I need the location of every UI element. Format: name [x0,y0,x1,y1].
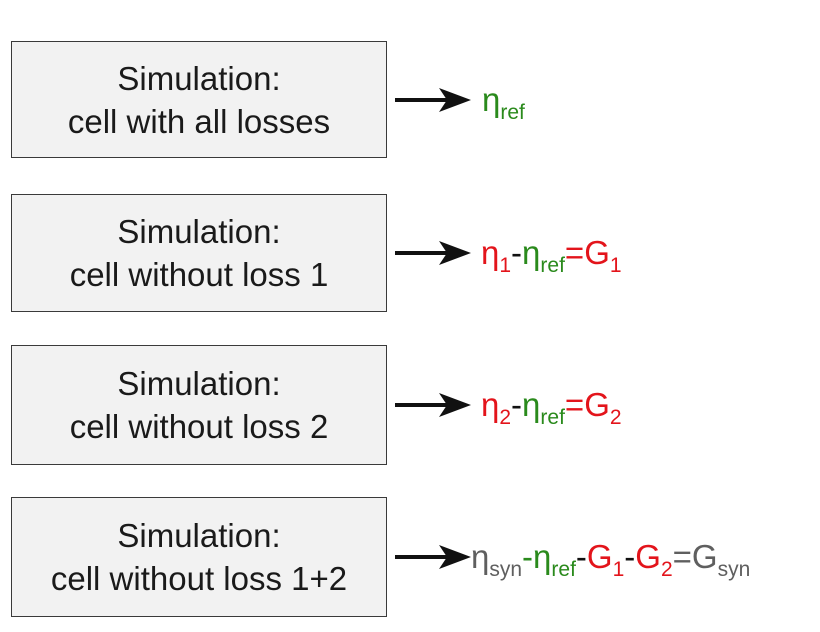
box-subtitle: cell without loss 1+2 [50,560,348,597]
g-1-symbol: G1 [586,538,625,581]
equation-gain-syn: ηsyn-ηref-G1-G2=Gsyn [471,538,751,581]
equals-sign: = [564,386,585,423]
box-subtitle: cell without loss 1 [69,256,329,293]
simulation-box-without-loss-1-2: Simulation: cell without loss 1+2 [11,497,387,617]
eta-1-symbol: η1 [481,234,512,277]
box-subtitle: cell with all losses [67,102,331,140]
box-title: Simulation: [117,59,281,97]
eta-ref-symbol: ηref [533,538,576,581]
right-arrow-icon [395,393,471,417]
minus-sign: - [575,538,587,575]
box-title: Simulation: [117,365,281,402]
equals-sign: = [672,538,692,575]
box-subtitle: cell without loss 2 [69,408,329,445]
eta-syn-symbol: ηsyn [471,538,523,581]
equation-gain-1: η1-ηref=G1 [481,234,622,277]
equals-sign: = [564,234,585,271]
eta-2-symbol: η2 [481,386,512,429]
eta-ref-symbol: ηref [522,386,565,429]
right-arrow-icon [395,88,471,112]
eta-ref-symbol: ηref [522,234,565,277]
minus-sign: - [511,386,523,423]
right-arrow-icon [395,545,471,569]
eta-ref-symbol: ηref [482,81,525,124]
g-1-symbol: G1 [584,234,622,277]
box-title: Simulation: [117,213,281,250]
equation-eta-ref: ηref [482,81,525,124]
simulation-box-without-loss-2: Simulation: cell without loss 2 [11,345,387,465]
g-2-symbol: G2 [635,538,673,581]
g-2-symbol: G2 [584,386,622,429]
minus-sign: - [522,538,534,575]
minus-sign: - [511,234,523,271]
equation-gain-2: η2-ηref=G2 [481,386,622,429]
simulation-box-all-losses: Simulation: cell with all losses [11,41,387,158]
minus-sign: - [624,538,636,575]
simulation-box-without-loss-1: Simulation: cell without loss 1 [11,194,387,312]
right-arrow-icon [395,241,471,265]
g-syn-symbol: Gsyn [691,538,751,581]
box-title: Simulation: [117,517,281,554]
